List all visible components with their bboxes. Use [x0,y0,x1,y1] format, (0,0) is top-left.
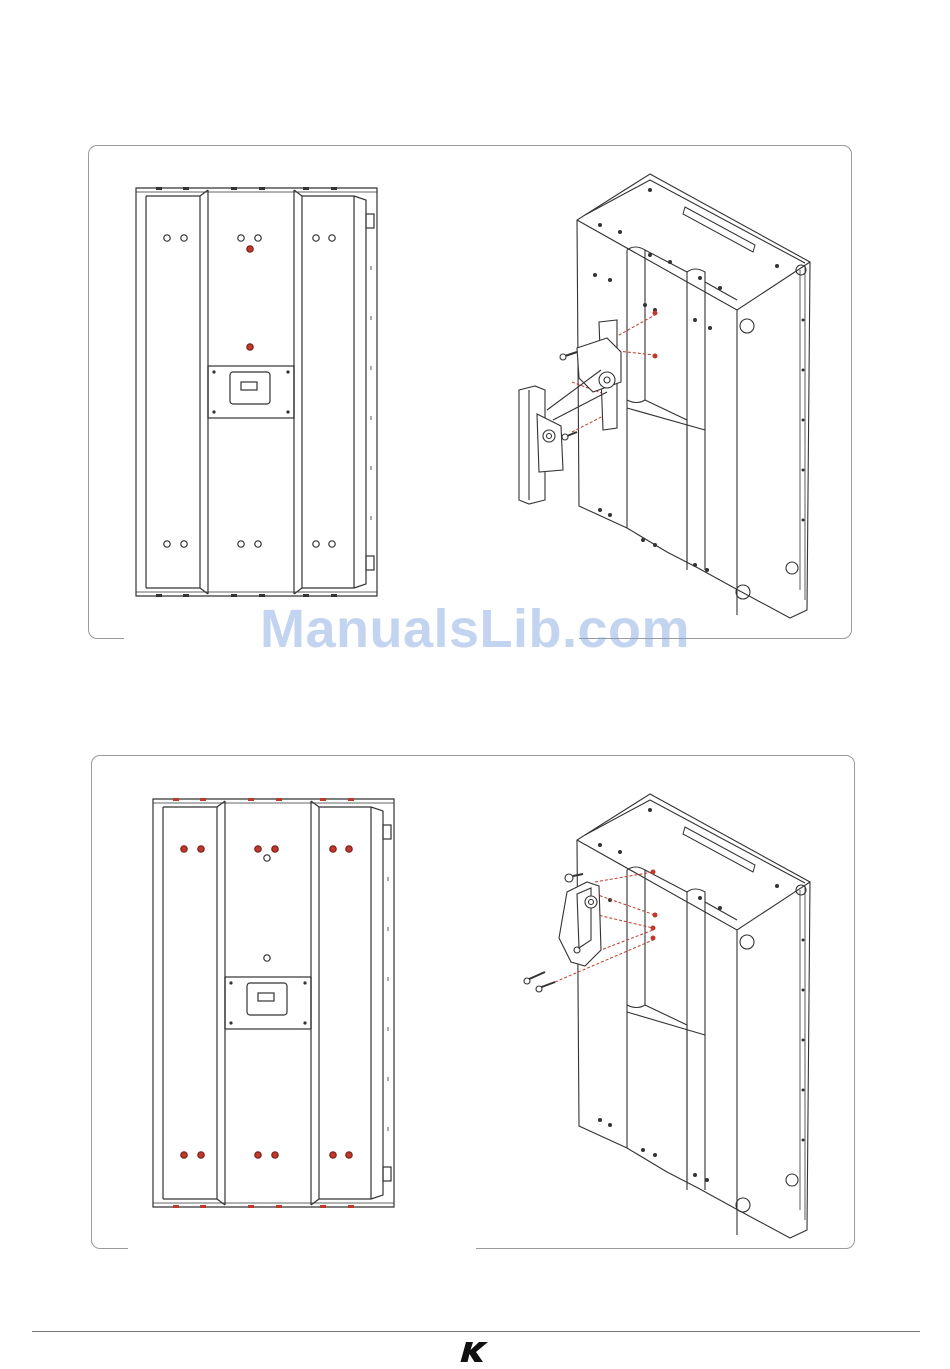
connector-terminal [258,993,274,1001]
center-hole [247,246,253,252]
edge-screw [320,798,326,801]
brand-logo-k-icon [460,1340,490,1364]
connector-terminal [241,382,257,390]
mounting-hole [346,846,352,852]
mounting-hole [329,541,335,547]
edge-screw [156,187,162,190]
center-hole [247,344,253,350]
edge-screw [276,798,282,801]
center-hole [264,955,270,961]
edge-screw [248,798,254,801]
edge-screw [259,187,265,190]
side-edge [371,807,383,1199]
mounting-hole [255,541,261,547]
mounting-hole [313,235,319,241]
side-tab [366,556,374,570]
edge-screw [320,1205,326,1208]
edge-screw [303,187,309,190]
mounting-hole [198,1152,204,1158]
side-tab [383,825,391,839]
center-hole [264,855,270,861]
edge-screw [348,798,354,801]
speaker-iso-view-with-u-bracket [515,790,815,1245]
mounting-hole [330,846,336,852]
speaker-front-view-1 [134,186,379,600]
edge-screw [156,594,162,597]
mounting-hole [238,235,244,241]
connector-housing [230,372,270,404]
plate-screw [229,1021,232,1024]
mounting-hole [329,235,335,241]
edge-screw [303,594,309,597]
edge-screw [200,798,206,801]
mounting-hole [181,1152,187,1158]
plate-screw [286,370,289,373]
cabinet-outline [136,188,377,596]
cabinet-edge [153,803,394,1203]
plate-edge [225,977,311,1029]
mounting-hole [181,541,187,547]
plate-edge [208,366,294,418]
connector-plate [208,366,294,418]
footer-rule [32,1331,920,1332]
speaker-iso-view-with-wall-bracket [515,170,815,625]
plate-screw [212,410,215,413]
edge-screw [331,187,337,190]
connector-housing [247,983,287,1015]
mounting-hole [330,1152,336,1158]
edge-screw [183,187,189,190]
mounting-hole [255,1152,261,1158]
connector-plate [225,977,311,1029]
edge-screw [173,798,179,801]
mounting-hole [198,846,204,852]
edge-screw [231,187,237,190]
edge-screw [200,1205,206,1208]
plate-screw [212,370,215,373]
mounting-hole [164,541,170,547]
side-tab [366,214,374,228]
mounting-hole [164,235,170,241]
mounting-hole [255,235,261,241]
edge-screw [183,594,189,597]
edge-screw [231,594,237,597]
edge-screw [173,1205,179,1208]
side-edge [354,196,366,588]
edge-screw [276,1205,282,1208]
speaker-front-view-2 [151,797,396,1211]
watermark-text: ManualsLib.com [0,598,950,660]
mounting-hole [272,1152,278,1158]
mounting-hole [346,1152,352,1158]
edge-screw [259,594,265,597]
plate-screw [303,1021,306,1024]
edge-screw [248,1205,254,1208]
cabinet-outline [153,799,394,1207]
mounting-hole [181,235,187,241]
edge-screw [331,594,337,597]
plate-screw [303,981,306,984]
plate-screw [229,981,232,984]
panel-border-gap [128,1246,476,1250]
mounting-hole [255,846,261,852]
mounting-hole [181,846,187,852]
mounting-hole [313,541,319,547]
mounting-hole [238,541,244,547]
plate-screw [286,410,289,413]
side-tab [383,1167,391,1181]
mounting-hole [272,846,278,852]
edge-screw [348,1205,354,1208]
cabinet-edge [136,192,377,592]
